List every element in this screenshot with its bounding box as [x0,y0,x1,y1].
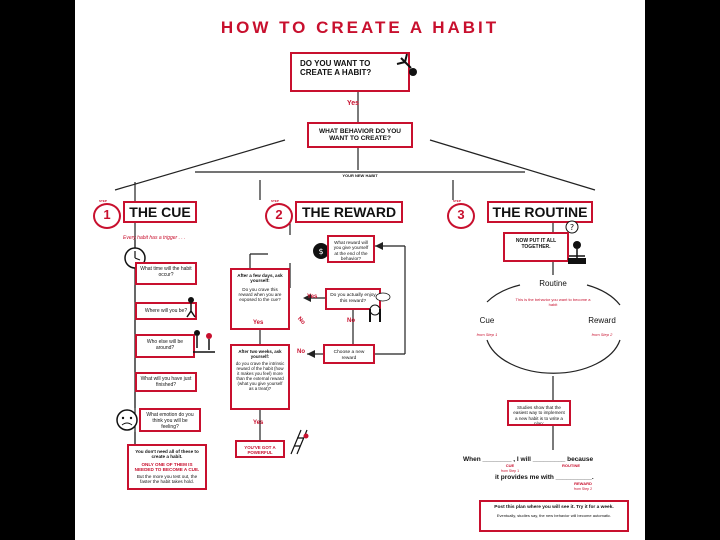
plan-cue-sub: from Step 1 [500,469,520,473]
reward-enjoy-no-label: No [347,318,355,324]
cue-intro: Every habit has a trigger . . . [123,235,186,241]
plan-will: , I will [513,456,531,463]
step-3-header: THE ROUTINE [487,201,593,223]
cue-note-1: You don't need all of these to create a … [135,449,199,460]
step-1-header: THE CUE [123,201,197,223]
put-together-text: NOW PUT IT ALL TOGETHER. [515,238,557,250]
routine-cycle-label: Routine [539,279,567,288]
cue-question-people-text: Who else will be around? [146,339,184,351]
svg-text:$: $ [318,247,323,256]
cue-question-people: Who else will be around? [135,334,195,358]
choose-new-reward-text: Choose a new reward [333,350,365,361]
plan-routine: ROUTINE [562,463,580,468]
reward-enjoy-text: Do you actually enjoy this reward? [330,293,376,304]
cue-note-box: You don't need all of these to create a … [127,444,207,490]
studies-text: Studies show that the easiest way to imp… [513,405,565,426]
cue-question-time: What time will the habit occur? [135,262,197,285]
reward-weeks-title: After two weeks, ask yourself: [238,349,282,360]
plan-line-1: When ________ , I will _________ because [463,456,594,463]
svg-text:?: ? [570,223,574,232]
step-2-header: THE REWARD [295,201,403,223]
cue-question-place-text: Where will you be? [144,308,188,314]
start-question-text: DO YOU WANT TO CREATE A HABIT? [300,59,372,78]
reward-weeks-no-label: No [297,349,305,355]
post-plan-text: Post this plan where you will see it. Tr… [494,505,614,510]
emotion-face-icon [116,409,138,431]
step-1-word: STEP [99,199,107,203]
reward-cycle-sub: from Step 2 [591,332,613,337]
flowchart-canvas: HOW TO CREATE A HABIT DO YOU WANT TO CRE… [75,0,645,540]
falling-person-icon [396,53,417,76]
plan-provides-text: it provides me with [495,474,554,481]
cue-question-emotion-text: What emotion do you think you will be fe… [146,412,194,430]
cue-cycle-label: Cue [479,316,495,325]
cue-note-3: But the more you test out, the faster th… [136,474,198,485]
step-3-word: STEP [453,199,461,203]
reward-weeks-box: After two weeks, ask yourself: do you cr… [230,344,290,410]
start-yes-label: Yes [347,100,360,107]
plan-reward-sub: from Step 2 [573,487,593,491]
choose-new-reward-box: Choose a new reward [323,344,375,364]
reward-days-text: Do you crave this reward when you are ex… [238,286,282,303]
reward-question-box: What reward will you give yourself at th… [327,235,375,263]
reward-days-yes-label: Yes [253,320,264,326]
reward-cycle-label: Reward [588,316,616,325]
ladder-climber-icon [290,429,309,455]
cue-note-2: ONLY ONE OF THEM IS NEEDED TO BECOME A C… [134,461,200,472]
thinking-woman-icon [369,292,391,322]
plan-when: When [463,456,481,463]
reward-weeks-yes-label: Yes [253,420,264,426]
cue-question-finished: What will you have just finished? [135,372,197,392]
person-walking-icon [186,297,196,318]
routine-cycle-sub: This is the behavior you want to become … [515,297,591,307]
reward-question-text: What reward will you give yourself at th… [333,240,369,261]
powerful-habit-box: YOU'VE GOT A POWERFUL HABIT! [235,440,285,458]
step-3-badge: 3 [447,203,475,229]
people-group-icon [193,330,215,353]
cue-cycle-sub: from Step 1 [476,332,498,337]
behavior-question-box: WHAT BEHAVIOR DO YOU WANT TO CREATE? [307,122,413,148]
post-plan-sub: Eventually, studies say, the new behavio… [496,512,612,518]
plan-cue: CUE [505,463,515,468]
cue-question-finished-text: What will you have just finished? [140,376,192,388]
reward-weeks-text: do you crave the intrinsic reward of the… [235,361,285,392]
reward-enjoy-yes-label: Yes [307,294,318,300]
plan-reward: REWARD [574,481,592,486]
cue-question-time-text: What time will the habit occur? [140,266,192,278]
cue-question-place: Where will you be? [135,302,197,320]
behavior-question-text: WHAT BEHAVIOR DO YOU WANT TO CREATE? [319,128,401,143]
step-2-badge: 2 [265,203,293,229]
powerful-habit-text: YOU'VE GOT A POWERFUL HABIT! [244,445,276,458]
step-2-word: STEP [271,199,279,203]
start-question-box: DO YOU WANT TO CREATE A HABIT? [290,52,410,92]
plan-because: because [567,456,594,463]
money-bag-icon: $ [313,243,329,259]
plan-provides: it provides me with __________. [495,474,594,481]
behavior-note: YOUR NEW HABIT [320,173,400,179]
put-together-box: NOW PUT IT ALL TOGETHER. [503,232,569,262]
thought-bubble-icon: ? [565,220,579,234]
post-plan-box: Post this plan where you will see it. Tr… [479,500,629,532]
reward-days-box: After a few days, ask yourself: Do you c… [230,268,290,330]
page-title: HOW TO CREATE A HABIT [220,18,500,37]
studies-box: Studies show that the easiest way to imp… [507,400,571,426]
step-1-badge: 1 [93,203,121,229]
cue-question-emotion: What emotion do you think you will be fe… [139,408,201,432]
person-at-desk-icon [568,241,586,264]
reward-days-title: After a few days, ask yourself: [237,273,283,284]
